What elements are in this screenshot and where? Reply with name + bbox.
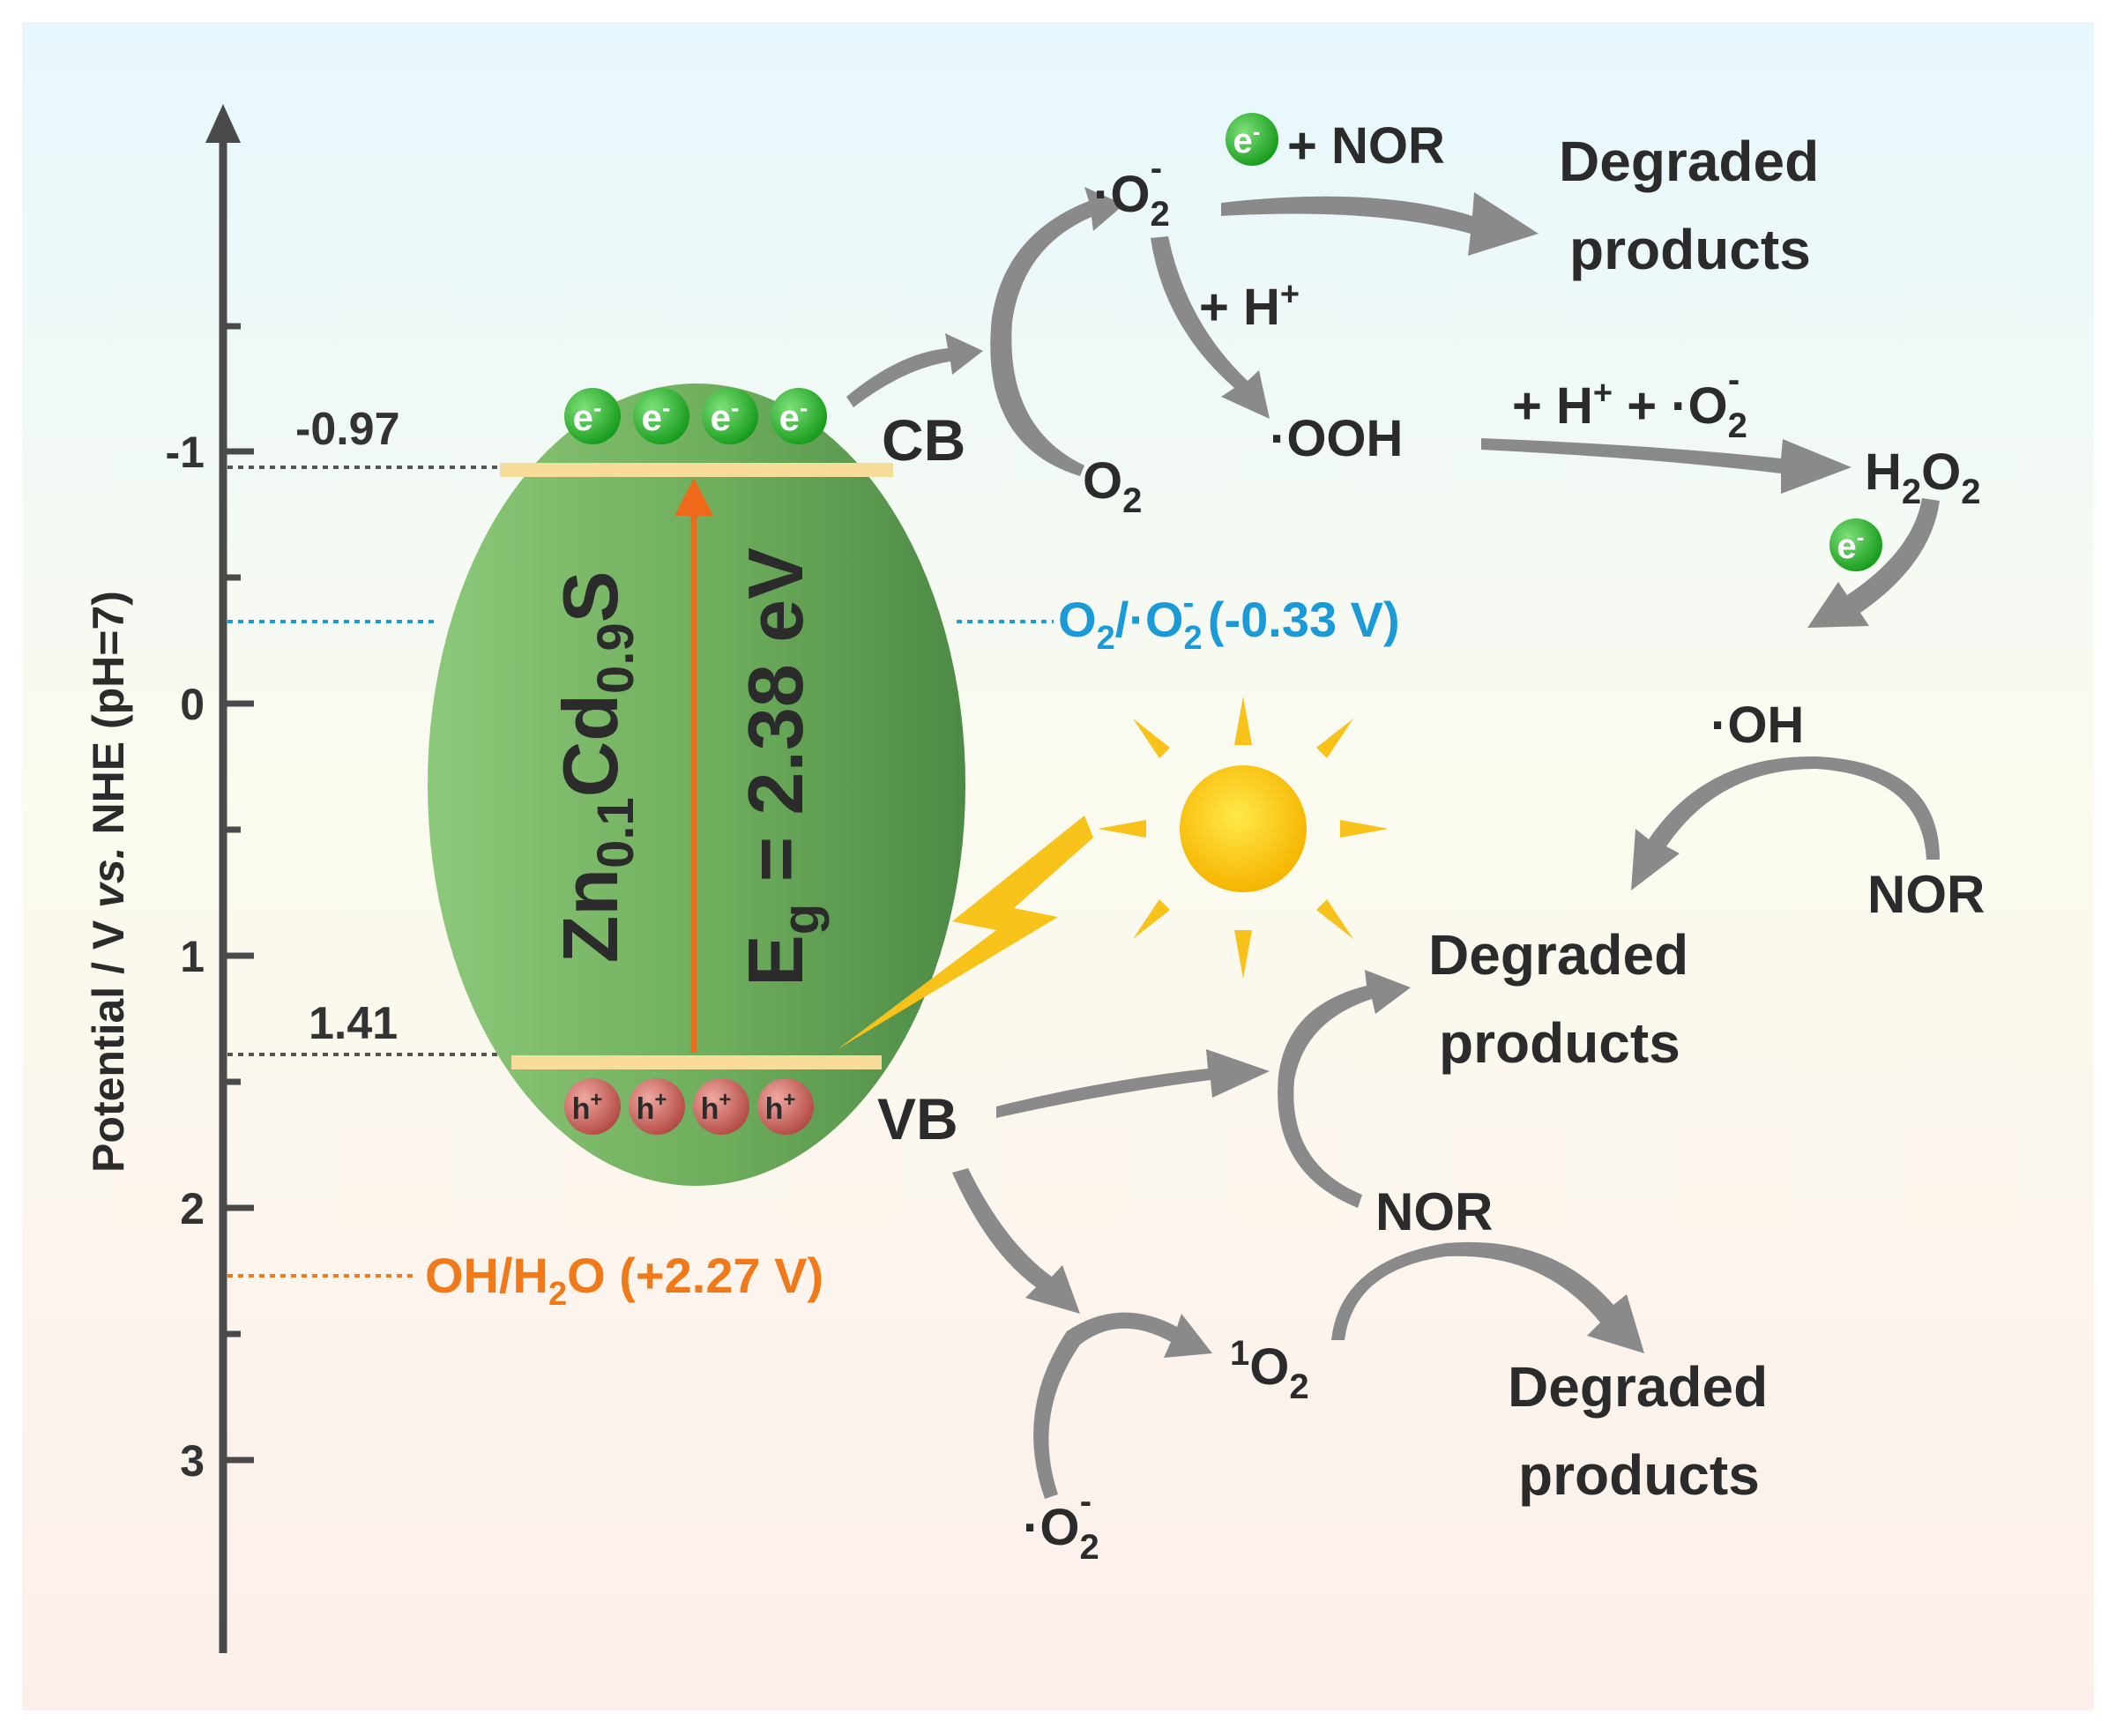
singlet-oxygen-label: 1O2 bbox=[1230, 1334, 1309, 1406]
o2-superoxide-potential-label: O2/·O2- (-0.33 V) bbox=[1058, 585, 1400, 657]
plus-h-label: + H+ bbox=[1199, 276, 1300, 336]
tick-label-1: 1 bbox=[180, 932, 205, 981]
hole: h+ bbox=[564, 1078, 621, 1135]
vb-to-singlet-arrow bbox=[952, 1168, 1080, 1314]
hole: h+ bbox=[629, 1078, 685, 1135]
axis-ticks bbox=[223, 323, 254, 1464]
svg-text:h+: h+ bbox=[765, 1088, 796, 1126]
ooh-to-h2o2-arrow bbox=[1481, 438, 1852, 494]
semiconductor-formula: Zn0.1Cd0.9S bbox=[547, 571, 644, 964]
lightning-bolt-icon bbox=[838, 816, 1093, 1049]
superoxide-top: ·O2- bbox=[1093, 149, 1170, 234]
electron: e- bbox=[564, 388, 621, 444]
electron: e- bbox=[702, 388, 758, 444]
axis-title: Potential / V vs. NHE (pH=7) bbox=[84, 591, 133, 1173]
oh-h2o-potential-label: OH/H2O (+2.27 V) bbox=[425, 1248, 823, 1313]
superoxide-to-products-arrow bbox=[1221, 192, 1539, 256]
tick-label-0: 0 bbox=[180, 680, 205, 729]
electron: e- bbox=[771, 388, 827, 444]
oh-radical-label: ·OH bbox=[1710, 697, 1804, 754]
svg-text:h+: h+ bbox=[701, 1088, 732, 1126]
tick-label-minus1: -1 bbox=[166, 428, 205, 477]
sun-icon bbox=[1098, 697, 1389, 979]
superoxide-to-ooh-arrow bbox=[1151, 236, 1270, 419]
holes: h+ h+ h+ h+ bbox=[564, 1078, 814, 1135]
bandgap-energy-label: Eg = 2.38 eV bbox=[732, 548, 830, 987]
oh-nor-curve-arrow bbox=[1631, 756, 1940, 890]
ooh-label: ·OOH bbox=[1270, 410, 1403, 467]
conduction-band bbox=[500, 463, 893, 477]
electrons: e- e- e- e- bbox=[564, 388, 827, 444]
o2-curve-arrow bbox=[990, 187, 1124, 476]
axis-arrowhead bbox=[205, 104, 241, 143]
degraded-label-middle: Degraded bbox=[1428, 923, 1688, 987]
o2-label: O2 bbox=[1083, 452, 1142, 520]
electron-h2o2: e- bbox=[1829, 518, 1882, 571]
singlet-nor-curve-arrow bbox=[1331, 1241, 1644, 1353]
superoxide-curve-to-singlet-arrow bbox=[1033, 1312, 1212, 1499]
vb-to-nor-arrow bbox=[996, 1049, 1270, 1118]
hole: h+ bbox=[693, 1078, 749, 1135]
plus-h-superoxide-label: + H+ + ·O2- bbox=[1512, 361, 1747, 445]
degraded-label-top: Degraded bbox=[1559, 130, 1819, 193]
svg-text:h+: h+ bbox=[637, 1088, 667, 1126]
h2o2-label: H2O2 bbox=[1865, 443, 1981, 511]
svg-text:e-: e- bbox=[779, 394, 808, 438]
reference-lines bbox=[227, 466, 1054, 1278]
svg-text:e-: e- bbox=[642, 394, 671, 438]
potential-axis: -1 0 1 2 3 Potential / V vs. NHE (pH=7) bbox=[84, 104, 254, 1653]
cb-label: CB bbox=[882, 407, 965, 473]
process-arrows bbox=[846, 187, 1940, 1499]
products-label-bottom: products bbox=[1518, 1443, 1760, 1507]
svg-text:e-: e- bbox=[1233, 118, 1261, 160]
vb-value-label: 1.41 bbox=[309, 998, 398, 1049]
electron-top: e- bbox=[1226, 113, 1278, 166]
nor-curve-arrow-middle bbox=[1278, 970, 1411, 1208]
degraded-label-bottom: Degraded bbox=[1508, 1355, 1768, 1419]
products-label-top: products bbox=[1569, 218, 1811, 281]
nor-label-right: NOR bbox=[1867, 865, 1985, 924]
semiconductor-particle: Zn0.1Cd0.9S Eg = 2.38 eV bbox=[428, 384, 965, 1186]
svg-text:e-: e- bbox=[1837, 524, 1865, 566]
svg-text:h+: h+ bbox=[572, 1088, 603, 1126]
hole: h+ bbox=[757, 1078, 814, 1135]
cb-value-label: -0.97 bbox=[295, 404, 400, 455]
cb-arrow bbox=[846, 333, 983, 407]
h2o2-to-oh-arrow bbox=[1807, 498, 1940, 628]
electron: e- bbox=[633, 388, 689, 444]
tick-label-2: 2 bbox=[180, 1184, 205, 1233]
svg-text:e-: e- bbox=[573, 394, 602, 438]
vb-label: VB bbox=[877, 1086, 958, 1151]
plus-nor-label: + NOR bbox=[1287, 117, 1445, 175]
products-label-middle: products bbox=[1439, 1011, 1680, 1075]
nor-label-middle: NOR bbox=[1375, 1182, 1493, 1241]
valence-band bbox=[511, 1055, 882, 1069]
reaction-species: ·O2- e- + NOR Degraded products O2 + H+ … bbox=[1023, 113, 1985, 1567]
svg-text:e-: e- bbox=[711, 394, 740, 438]
tick-label-3: 3 bbox=[180, 1436, 205, 1486]
bandgap-arrowhead bbox=[674, 478, 713, 516]
superoxide-bottom: ·O2- bbox=[1023, 1482, 1099, 1567]
